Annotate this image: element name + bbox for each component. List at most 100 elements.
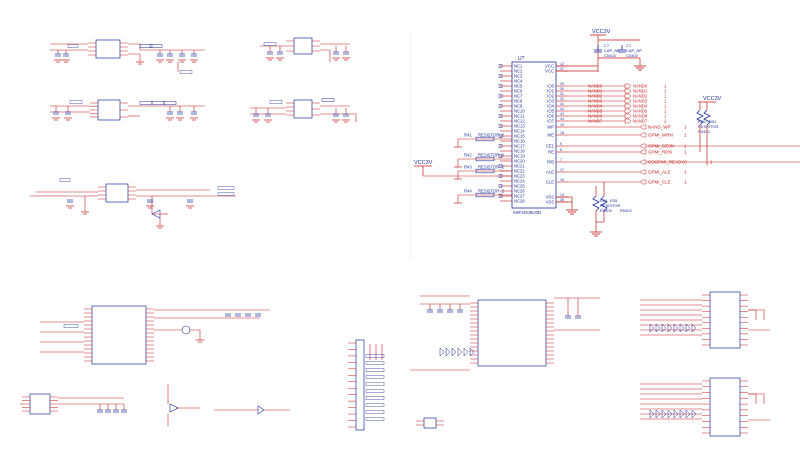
resistor-r34 — [592, 195, 600, 212]
left-pin-name: NC19 — [514, 154, 525, 159]
mini-led — [667, 409, 673, 419]
right-pin-number: 19 — [560, 123, 564, 127]
left-pin-name: NC11 — [514, 114, 525, 119]
mini-circuit — [286, 37, 320, 55]
data-net-label-a: NAND4 — [588, 103, 603, 108]
left-resistor-ref: R41 — [464, 133, 472, 138]
left-pin-name: NC5 — [514, 84, 523, 89]
r50-value: RESISTOR — [698, 124, 718, 129]
cap-1-pkg: C0402 — [604, 53, 617, 58]
right-pin-name: IO2 — [547, 94, 554, 99]
control-port-arrow — [639, 132, 647, 138]
right-pin-name: R/B — [547, 160, 554, 165]
left-pin-name: NC1 — [514, 64, 523, 69]
no-connect-marker — [498, 144, 503, 148]
mini-chip-body — [423, 417, 437, 429]
right-pin-name: IO1 — [547, 89, 554, 94]
r35-pkg: R0402 — [620, 208, 633, 213]
net-port-arrow — [624, 103, 632, 109]
mini-circuit — [286, 99, 320, 119]
data-net-label-a: NAND6 — [588, 113, 603, 118]
left-resistor-body — [475, 156, 495, 162]
mini-led — [649, 323, 655, 333]
left-pin-name: NC26 — [514, 189, 525, 194]
mini-net-tag — [365, 403, 385, 407]
resistor-r35 — [600, 195, 608, 212]
net-port-arrow — [624, 83, 632, 89]
r51-ref: R51 — [709, 119, 717, 124]
mini-led — [691, 323, 697, 333]
mini-net-tag — [217, 192, 235, 196]
mini-net-tag — [365, 354, 385, 358]
mini-net-tag — [365, 417, 385, 421]
control-port-arrow — [639, 124, 647, 130]
mini-led — [439, 347, 445, 357]
no-connect-marker — [498, 134, 503, 138]
data-net-suffix: 1 — [664, 88, 667, 93]
mini-circuit — [702, 377, 748, 437]
mini-net-tag — [365, 382, 385, 386]
right-pin-name: IO0 — [547, 84, 554, 89]
control-port-arrow — [639, 169, 647, 175]
mini-led — [685, 409, 691, 419]
sheet-grid-area — [410, 28, 800, 260]
left-resistor-value: RESISTOR_2 — [478, 153, 505, 158]
cap-2-ref: C? — [626, 43, 632, 48]
data-net-label-a: NAND0 — [588, 83, 603, 88]
control-net-label: GPMI_ALE — [648, 169, 671, 174]
mini-diode — [169, 403, 179, 413]
mini-net-tag — [217, 186, 235, 190]
left-pin-name: NC13 — [514, 124, 525, 129]
mini-net-tag — [59, 178, 71, 182]
data-net-label-a: NAND5 — [588, 108, 603, 113]
right-pin-name: WE — [547, 133, 554, 138]
right-pin-number: 29 — [560, 82, 564, 86]
mini-chip-body — [105, 183, 129, 203]
data-net-label-b: NAND5 — [633, 108, 648, 113]
decoupling-cap-2: C? CAP_NP C0402 — [618, 43, 642, 58]
mini-net-tag — [67, 44, 79, 48]
net-port-arrow — [624, 108, 632, 114]
right-pin-number: 18 — [560, 131, 564, 135]
mini-wire — [748, 393, 765, 404]
mini-net-tag — [69, 100, 83, 104]
r50-ref: R50 — [698, 119, 706, 124]
mini-net-tag — [269, 100, 283, 104]
control-net-suffix: 1 — [684, 124, 687, 129]
data-net-label-b: NAND7 — [633, 118, 648, 123]
mini-chip-body — [709, 377, 741, 437]
no-connect-marker — [498, 84, 503, 88]
right-pin-name: IO4 — [547, 104, 554, 109]
left-pin-name: NC24 — [514, 179, 525, 184]
left-pin-name: NC23 — [514, 174, 525, 179]
mini-circuit — [88, 39, 128, 59]
left-resistor-body — [475, 192, 495, 198]
right-pin-number: 12 — [560, 62, 564, 66]
right-pin-name: ALE — [546, 170, 554, 175]
mini-wire — [748, 309, 765, 320]
mini-chip-body — [355, 339, 365, 431]
control-net-suffix: 1 — [684, 169, 687, 174]
mini-wire — [320, 49, 331, 62]
control-net-label: GPMI_CLE — [648, 179, 671, 184]
mini-led — [673, 409, 679, 419]
control-port-arrow — [639, 149, 647, 155]
left-pin-name: NC10 — [514, 109, 525, 114]
left-pin-name: NC3 — [514, 74, 523, 79]
left-resistor-ref: R44 — [464, 189, 472, 194]
mini-resistor — [163, 101, 177, 105]
power-label-left: VCC3V — [414, 160, 433, 166]
right-pin-number: 13 — [560, 193, 564, 197]
mini-wire — [320, 113, 357, 122]
left-resistor-body — [475, 136, 495, 142]
data-net-suffix: 1 — [664, 98, 667, 103]
right-pin-number: 37 — [560, 67, 564, 71]
mini-led — [451, 347, 457, 357]
ground-symbol-pullups — [590, 231, 602, 237]
cap-2-pkg: C0402 — [626, 53, 639, 58]
data-net-label-a: NAND3 — [588, 98, 603, 103]
control-port-arrow — [639, 179, 647, 185]
right-pin-name: IO3 — [547, 99, 554, 104]
mini-led — [649, 409, 655, 419]
